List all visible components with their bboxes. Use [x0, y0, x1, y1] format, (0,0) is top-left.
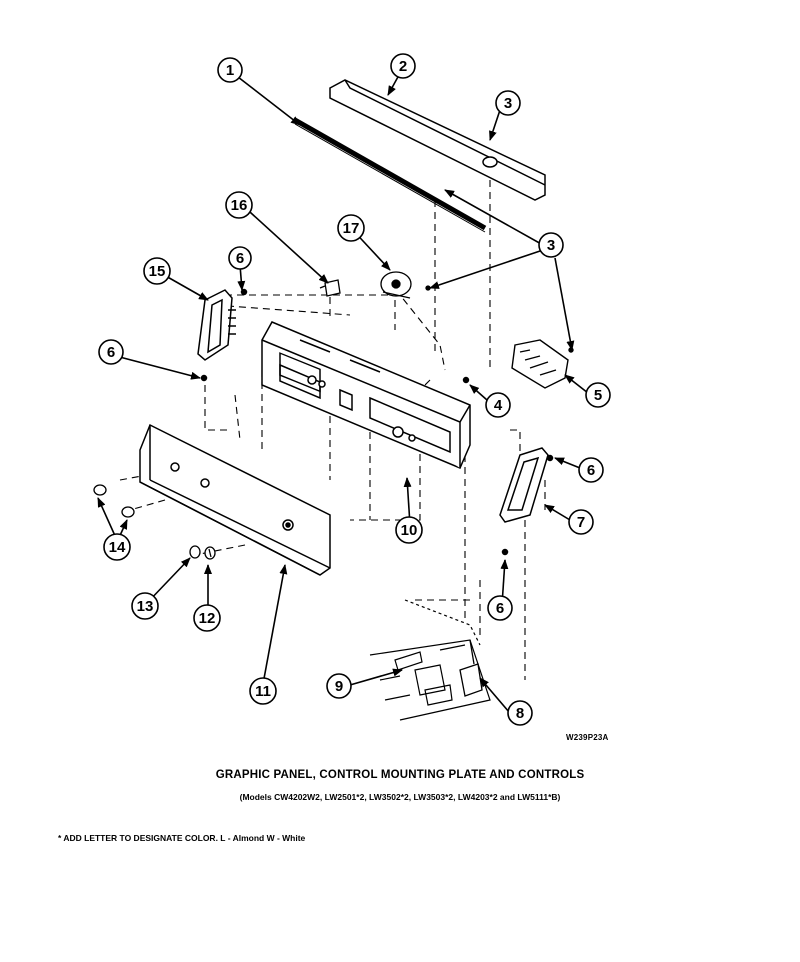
callout-8: 8	[507, 700, 533, 726]
exploded-parts-diagram: 1 2 3 3 4 5 6 6 6 6 7 8 9 10 11 12 13 14…	[93, 53, 611, 726]
part-16-bracket	[319, 279, 341, 297]
drawing-code: W239P23A	[566, 733, 609, 742]
callout-12: 12	[193, 604, 221, 632]
svg-text:8: 8	[516, 705, 524, 722]
caption-models: (Models CW4202W2, LW2501*2, LW3502*2, LW…	[239, 792, 561, 802]
svg-text:3: 3	[547, 237, 555, 254]
part-2-top-trim	[329, 79, 546, 201]
callout-7: 7	[568, 509, 594, 535]
svg-text:1: 1	[226, 62, 234, 79]
callout-6-left: 6	[98, 339, 124, 365]
callout-15: 15	[143, 257, 171, 285]
svg-text:14: 14	[109, 539, 126, 556]
callout-1: 1	[217, 57, 243, 83]
callout-3-top: 3	[495, 90, 521, 116]
part-15-left-end-cap	[197, 288, 248, 382]
callout-11: 11	[249, 677, 277, 705]
callout-16: 16	[225, 191, 253, 219]
part-11-graphic-panel	[139, 423, 331, 576]
callout-2: 2	[390, 53, 416, 79]
svg-text:12: 12	[199, 610, 216, 627]
svg-text:5: 5	[594, 387, 602, 404]
part-12-13-knob-parts	[189, 545, 216, 560]
callouts: 1 2 3 3 4 5 6 6 6 6 7 8 9 10 11 12 13 14…	[98, 53, 611, 726]
alignment-lines	[119, 180, 546, 680]
color-footnote: * ADD LETTER TO DESIGNATE COLOR. L - Alm…	[58, 833, 306, 843]
callout-10: 10	[395, 516, 423, 544]
callout-6-bottom: 6	[487, 595, 513, 621]
svg-text:15: 15	[149, 263, 166, 280]
svg-text:3: 3	[504, 95, 512, 112]
callout-5: 5	[585, 382, 611, 408]
part-4-screw	[462, 376, 470, 384]
part-7-right-end-cap	[499, 447, 554, 556]
svg-text:6: 6	[496, 600, 504, 617]
callout-17: 17	[337, 214, 365, 242]
caption-title: GRAPHIC PANEL, CONTROL MOUNTING PLATE AN…	[215, 769, 585, 781]
part-14-knobs	[93, 484, 135, 518]
callout-6-top: 6	[228, 246, 252, 270]
svg-text:16: 16	[231, 197, 248, 214]
svg-text:9: 9	[335, 678, 343, 695]
svg-text:17: 17	[343, 220, 360, 237]
callout-3-right: 3	[538, 232, 564, 258]
svg-text:6: 6	[107, 344, 115, 361]
part-17-switch	[380, 271, 431, 299]
svg-text:6: 6	[236, 250, 244, 267]
svg-text:11: 11	[255, 683, 271, 700]
svg-text:6: 6	[587, 462, 595, 479]
svg-text:7: 7	[577, 514, 585, 531]
part-10-control-mounting-plate	[261, 321, 471, 469]
part-5-timer	[511, 339, 574, 389]
svg-text:13: 13	[137, 598, 154, 615]
callout-13: 13	[131, 592, 159, 620]
part-1-strip	[293, 117, 487, 233]
callout-14: 14	[103, 533, 131, 561]
svg-text:4: 4	[494, 397, 503, 414]
svg-text:10: 10	[401, 522, 418, 539]
part-8-bracket	[459, 639, 483, 697]
part-9-lower-plate	[369, 599, 491, 721]
callout-4: 4	[485, 392, 511, 418]
svg-text:2: 2	[399, 58, 407, 75]
callout-9: 9	[326, 673, 352, 699]
callout-6-right: 6	[578, 457, 604, 483]
